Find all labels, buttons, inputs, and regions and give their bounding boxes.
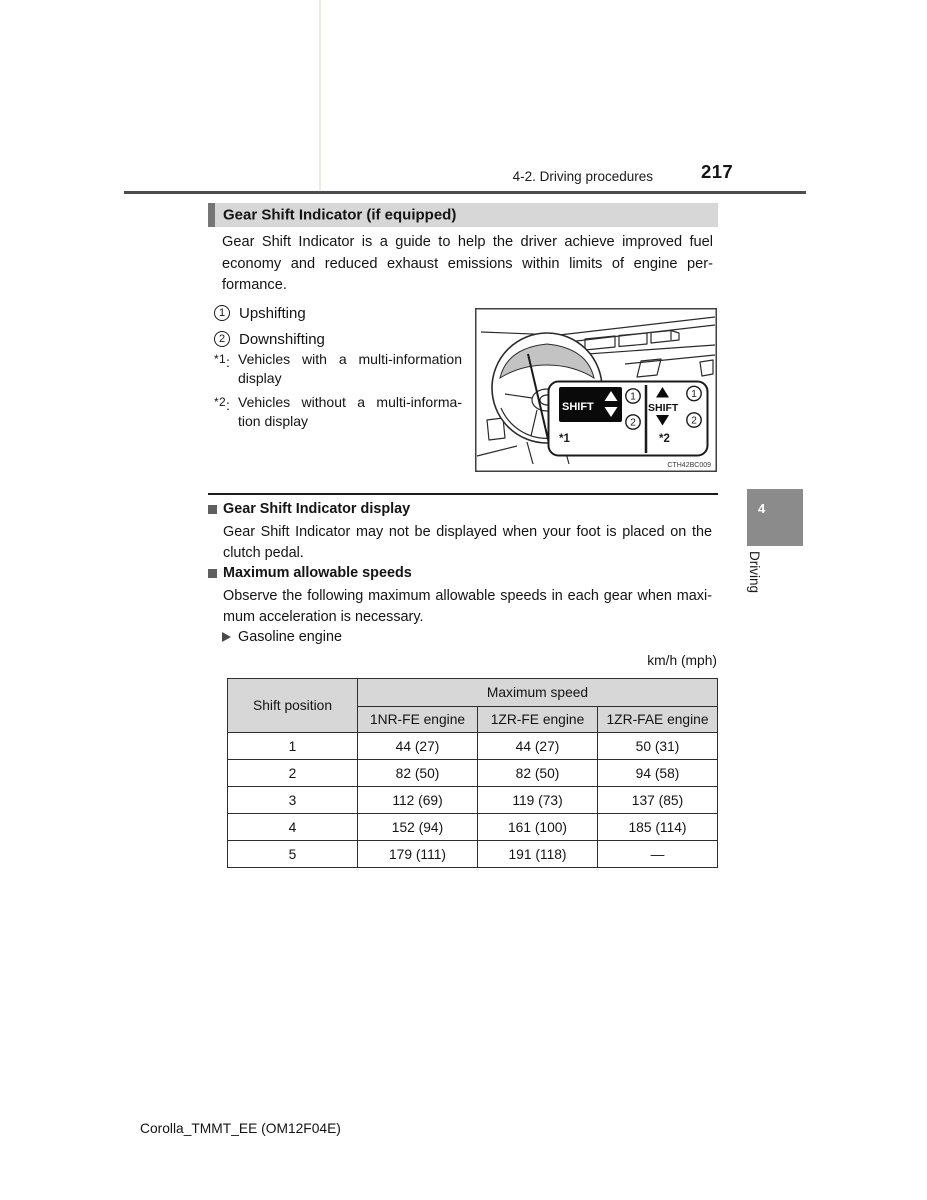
cell-speed: 44 (27) bbox=[357, 732, 478, 760]
shift-label-panel: SHIFT bbox=[648, 402, 679, 414]
table-header-shift-position: Shift position bbox=[227, 678, 358, 733]
section-divider-rule bbox=[208, 493, 718, 495]
table-row: 5 179 (111) 191 (118) — bbox=[227, 840, 718, 868]
cell-shift-position: 1 bbox=[227, 732, 358, 760]
subsection-body-display: Gear Shift Indicator may not be displaye… bbox=[223, 524, 712, 562]
footnote-text: Vehicles with a multi-information displa… bbox=[238, 351, 462, 386]
table-header-maximum-speed: Maximum speed bbox=[357, 678, 718, 707]
down-arrow-icon bbox=[604, 407, 618, 417]
cell-shift-position: 5 bbox=[227, 840, 358, 868]
table-header-engine: 1ZR-FAE engine bbox=[597, 706, 718, 733]
cell-shift-position: 2 bbox=[227, 759, 358, 787]
shift-display-screen bbox=[559, 387, 622, 422]
header-rule bbox=[124, 191, 806, 194]
footnote-text: Vehicles without a multi-informa- tion d… bbox=[238, 394, 462, 429]
cell-speed: 119 (73) bbox=[477, 786, 598, 814]
callout-pointer-line bbox=[527, 353, 552, 453]
intro-line: Gear Shift Indicator is a guide to help … bbox=[222, 234, 713, 250]
engine-type-row: Gasoline engine bbox=[222, 629, 342, 645]
cell-shift-position: 3 bbox=[227, 786, 358, 814]
cell-speed: 137 (85) bbox=[597, 786, 718, 814]
table-row: 1 44 (27) 44 (27) 50 (31) bbox=[227, 732, 718, 760]
footer-document-code: Corolla_TMMT_EE (OM12F04E) bbox=[140, 1121, 341, 1136]
down-arrow-icon bbox=[656, 415, 669, 426]
intro-paragraph: Gear Shift Indicator is a guide to help … bbox=[222, 232, 713, 297]
legend-item-upshifting: 1 Upshifting bbox=[214, 304, 306, 322]
scan-artifact-line bbox=[319, 0, 321, 191]
cell-speed: 152 (94) bbox=[357, 813, 478, 841]
footnote-2: *2: Vehicles without a multi-informa- ti… bbox=[214, 393, 464, 430]
table-row: 3 112 (69) 119 (73) 137 (85) bbox=[227, 786, 718, 814]
breadcrumb: 4-2. Driving procedures bbox=[512, 169, 653, 184]
legend-label: Downshifting bbox=[239, 330, 325, 348]
table-header-engine: 1ZR-FE engine bbox=[477, 706, 598, 733]
cell-speed: 82 (50) bbox=[477, 759, 598, 787]
section-title-bar: Gear Shift Indicator (if equipped) bbox=[208, 203, 718, 227]
legend-label: Upshifting bbox=[239, 304, 306, 322]
cell-speed: 191 (118) bbox=[477, 840, 598, 868]
up-arrow-icon bbox=[656, 387, 669, 398]
circled-number-2-icon: 2 bbox=[630, 418, 636, 429]
page-number: 217 bbox=[701, 161, 734, 182]
figure-code: CTH42BC009 bbox=[667, 462, 711, 469]
subsection-heading-speeds: Maximum allowable speeds bbox=[208, 565, 412, 581]
chapter-tab-label: Driving bbox=[747, 551, 762, 594]
table-header-engine: 1NR-FE engine bbox=[357, 706, 478, 733]
subsection-body-speeds: Observe the following maximum allowable … bbox=[223, 588, 712, 626]
dashboard-lines bbox=[476, 316, 716, 457]
title-accent-bar bbox=[208, 203, 215, 227]
cell-speed: 179 (111) bbox=[357, 840, 478, 868]
circled-number-2-icon: 2 bbox=[214, 331, 230, 347]
cell-speed: 185 (114) bbox=[597, 813, 718, 841]
cell-speed: 112 (69) bbox=[357, 786, 478, 814]
subsection-heading-display: Gear Shift Indicator display bbox=[208, 501, 410, 517]
intro-line: formance. bbox=[222, 277, 287, 293]
chapter-tab: 4 bbox=[747, 489, 803, 546]
cell-speed: 94 (58) bbox=[597, 759, 718, 787]
circled-number-2-icon: 2 bbox=[691, 416, 697, 427]
cell-speed: 44 (27) bbox=[477, 732, 598, 760]
section-title: Gear Shift Indicator (if equipped) bbox=[223, 206, 457, 224]
right-triangle-icon bbox=[222, 632, 231, 642]
legend-item-downshifting: 2 Downshifting bbox=[214, 330, 325, 348]
table-row: 4 152 (94) 161 (100) 185 (114) bbox=[227, 813, 718, 841]
instrument-cluster bbox=[499, 343, 595, 380]
circled-number-1-icon: 1 bbox=[630, 392, 636, 403]
square-bullet-icon bbox=[208, 504, 217, 514]
cell-shift-position: 4 bbox=[227, 813, 358, 841]
square-bullet-icon bbox=[208, 568, 217, 578]
intro-line: economy and reduced exhaust emissions wi… bbox=[222, 255, 713, 272]
cell-speed: 82 (50) bbox=[357, 759, 478, 787]
cell-speed: — bbox=[597, 840, 718, 868]
table-unit-label: km/h (mph) bbox=[647, 653, 717, 668]
shift-label-display: SHIFT bbox=[562, 401, 594, 413]
circled-number-1-icon: 1 bbox=[214, 305, 230, 321]
max-speed-table: Shift position Maximum speed 1NR-FE engi… bbox=[227, 678, 718, 868]
cell-speed: 161 (100) bbox=[477, 813, 598, 841]
footnote-marker: *2: bbox=[214, 395, 230, 413]
dashboard-illustration: SHIFT 1 2 *1 SHIFT 1 2 *2 CTH42BC009 bbox=[475, 308, 717, 472]
up-arrow-icon bbox=[604, 391, 618, 401]
table-row: 2 82 (50) 82 (50) 94 (58) bbox=[227, 759, 718, 787]
footnote-marker: *1: bbox=[214, 352, 230, 370]
callout-star2-label: *2 bbox=[659, 433, 670, 445]
circled-number-1-icon: 1 bbox=[691, 389, 697, 400]
footnote-1: *1: Vehicles with a multi-information di… bbox=[214, 350, 464, 387]
cell-speed: 50 (31) bbox=[597, 732, 718, 760]
callout-star1-label: *1 bbox=[559, 433, 570, 445]
shift-indicator-callout: SHIFT 1 2 *1 SHIFT 1 2 *2 bbox=[547, 380, 709, 457]
chapter-tab-number: 4 bbox=[758, 501, 766, 516]
